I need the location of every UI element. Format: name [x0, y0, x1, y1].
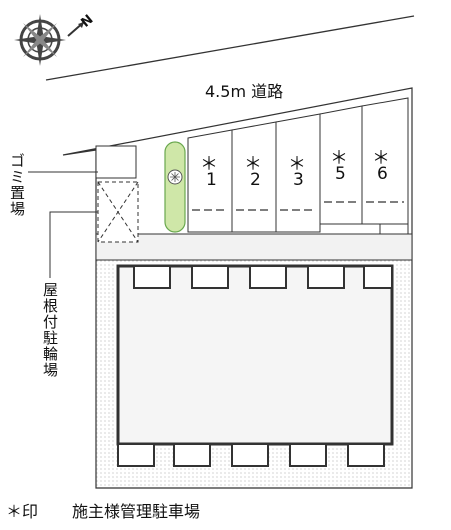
stall-1-number: 1 — [206, 170, 217, 190]
road-edge-line — [45, 15, 415, 81]
stall-2-number: 2 — [250, 170, 261, 190]
bicycle-callout-label: 屋根付駐輪場 — [41, 282, 59, 378]
stall-step — [379, 223, 409, 235]
compass-icon — [14, 14, 85, 66]
balconies-top — [133, 265, 393, 289]
bicycle-callout-line — [49, 211, 98, 278]
stall-1-symbol: ＊ — [200, 154, 218, 175]
garbage-callout-label: ゴミ置場 — [8, 153, 26, 217]
garbage-area — [95, 145, 137, 179]
walkway — [95, 233, 413, 261]
stall-5-symbol: ＊ — [330, 148, 348, 169]
stall-3-symbol: ＊ — [288, 154, 306, 175]
stall-dashes — [192, 201, 404, 211]
legend-symbol: ＊印 — [6, 502, 39, 521]
planter — [164, 141, 186, 233]
stall-2-symbol: ＊ — [244, 154, 262, 175]
parking-stalls — [187, 97, 409, 233]
road-label: 4.5m 道路 — [205, 82, 284, 101]
legend-text: 施主様管理駐車場 — [72, 502, 201, 521]
bicycle-cross-2 — [97, 181, 139, 243]
stall-3 — [275, 113, 321, 233]
stall-5-number: 5 — [335, 164, 346, 184]
balconies-bottom — [117, 443, 385, 467]
building-outline — [116, 264, 394, 446]
stall-6-number: 6 — [377, 164, 388, 184]
tree-icon — [167, 169, 183, 185]
stall-3-number: 3 — [293, 170, 304, 190]
stall-6-symbol: ＊ — [372, 148, 390, 169]
